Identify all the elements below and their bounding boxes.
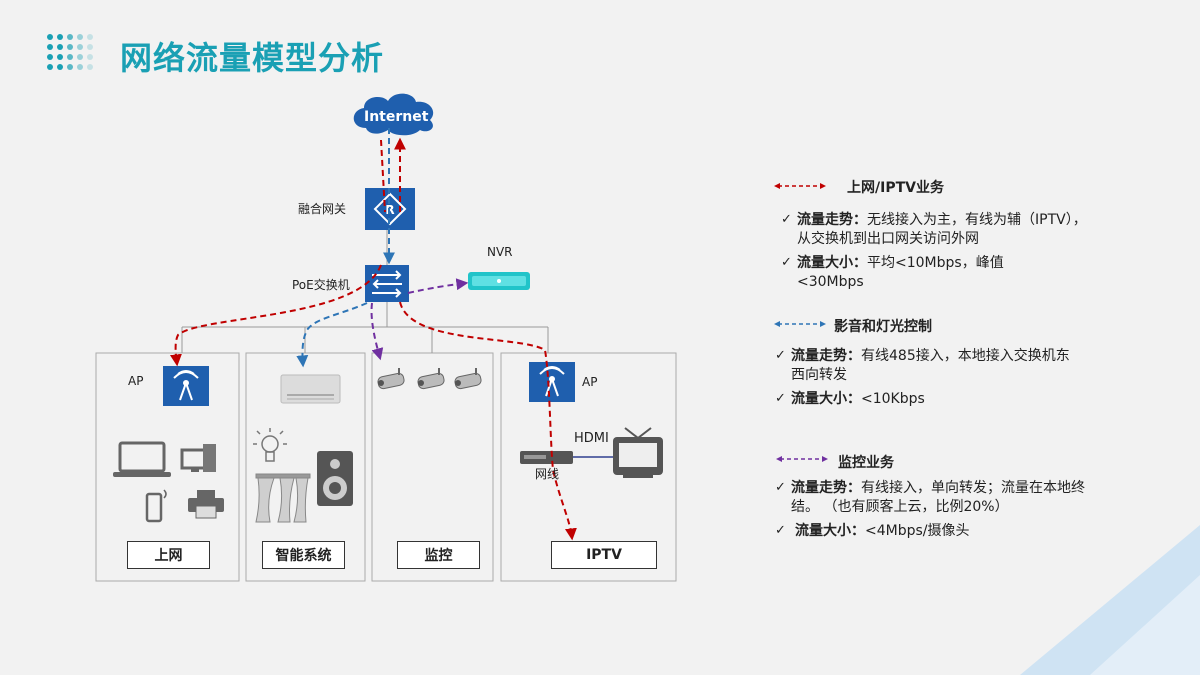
- legend-item: 流量大小：<10Kbps: [791, 390, 1081, 409]
- group-box-internet: [95, 352, 240, 582]
- legend-item-key: 流量大小：: [797, 255, 867, 271]
- legend-item: 流量大小：平均<10Mbps，峰值<30Mbps: [797, 254, 1037, 292]
- switch-icon: [365, 265, 409, 302]
- legend-item-text: 无线接入为主，有线为辅（IPTV），从交换机到出口网关访问外网: [797, 212, 1087, 247]
- switch-label: PoE交换机: [292, 278, 350, 292]
- page-title: 网络流量模型分析: [120, 39, 385, 77]
- legend-title-internet-iptv: 上网/IPTV业务: [847, 180, 944, 196]
- camera-icon: [454, 368, 482, 390]
- tv-icon: [613, 427, 663, 478]
- check-icon: ✓: [775, 348, 786, 363]
- smartphone-icon: [145, 489, 167, 523]
- category-internet: 上网: [127, 541, 210, 569]
- legend-title-av-lighting: 影音和灯光控制: [834, 319, 932, 335]
- desktop-pc-icon: [180, 444, 216, 472]
- light-bulb-icon: [253, 428, 287, 462]
- nvr-icon: [468, 272, 530, 290]
- printer-icon: [188, 490, 224, 519]
- corner-decoration: [1020, 525, 1200, 675]
- legend-item-text: 有线485接入，本地接入交换机东西向转发: [791, 348, 1070, 383]
- legend-item: 流量大小：<4Mbps/摄像头: [795, 522, 1085, 541]
- category-monitoring: 监控: [397, 541, 480, 569]
- check-icon: ✓: [781, 212, 792, 227]
- ap-left-label: AP: [128, 374, 144, 388]
- hdmi-label: HDMI: [574, 431, 609, 446]
- legend-item-key: 流量大小：: [791, 391, 861, 407]
- category-smart-system: 智能系统: [262, 541, 345, 569]
- legend-item-key: 流量大小：: [795, 523, 865, 539]
- ap-right-label: AP: [582, 375, 598, 389]
- cloud-icon: [353, 93, 434, 136]
- nvr-label: NVR: [487, 245, 513, 259]
- wifi-ap-icon: [163, 366, 209, 406]
- check-icon: ✓: [781, 255, 792, 270]
- speaker-icon: [317, 451, 353, 506]
- title-dots-icon: [47, 34, 93, 70]
- legend-item: 流量走势：有线接入，单向转发；流量在本地终结。 （也有顾客上云，比例20%）: [791, 479, 1086, 517]
- internet-label: Internet: [364, 109, 429, 125]
- set-top-box-icon: [520, 451, 573, 464]
- check-icon: ✓: [775, 391, 786, 406]
- tree-connectors: [181, 229, 549, 353]
- legend-item-key: 流量走势：: [797, 212, 867, 228]
- group-box-iptv: [500, 352, 677, 582]
- camera-icon: [417, 368, 445, 390]
- flow-av-lighting: [296, 128, 395, 368]
- legend-item: 流量走势：无线接入为主，有线为辅（IPTV），从交换机到出口网关访问外网: [797, 211, 1087, 249]
- legend-item-key: 流量走势：: [791, 480, 861, 496]
- wifi-ap-icon: [529, 362, 575, 402]
- curtain-icon: [255, 473, 311, 523]
- flow-internet-iptv: [169, 137, 577, 541]
- check-icon: ✓: [775, 480, 786, 495]
- legend-item-text: <4Mbps/摄像头: [865, 523, 970, 539]
- laptop-icon: [113, 441, 171, 477]
- camera-icon: [377, 368, 405, 390]
- legend-item-text: <10Kbps: [861, 391, 925, 407]
- legend-item: 流量走势：有线485接入，本地接入交换机东西向转发: [791, 347, 1081, 385]
- flow-monitoring: [370, 278, 469, 361]
- legend-item-key: 流量走势：: [791, 348, 861, 364]
- legend-item-text: 有线接入，单向转发；流量在本地终结。 （也有顾客上云，比例20%）: [791, 480, 1085, 515]
- legend-arrows: [774, 183, 828, 462]
- legend-item-text: 平均<10Mbps，峰值<30Mbps: [797, 255, 1004, 290]
- wire-label: 网线: [535, 467, 560, 481]
- category-iptv: IPTV: [551, 541, 657, 569]
- legend-title-monitoring: 监控业务: [838, 455, 894, 471]
- air-conditioner-icon: [280, 374, 341, 404]
- check-icon: ✓: [775, 523, 786, 538]
- network-diagram: R: [95, 93, 677, 582]
- gateway-label: 融合网关: [298, 202, 347, 216]
